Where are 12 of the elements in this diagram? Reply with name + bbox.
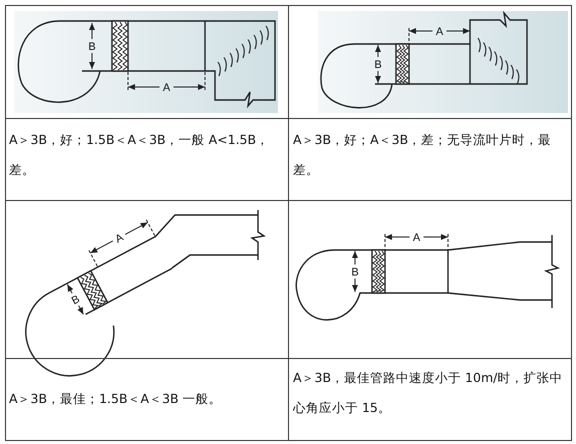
- description-text: A＞3B，最佳管路中速度小于 10m/时，扩张中心角应小于 15。: [293, 369, 564, 417]
- dimension-label: B: [70, 293, 82, 308]
- description-text: A＞3B，最佳；1.5B＜A＜3B 一般。: [9, 390, 223, 408]
- dimension-label: B: [351, 266, 359, 278]
- dimension-label: B: [374, 59, 382, 71]
- dimension-label: A: [113, 232, 126, 246]
- description-text: A＞3B，好；A＜3B，差；无导流叶片时，最差。: [293, 131, 552, 179]
- dimension-label: A: [436, 26, 444, 38]
- description-text: A＞3B，好；1.5B＜A＜3B，一般 A<1.5B，差。: [9, 131, 270, 179]
- dimension-label: A: [412, 232, 420, 244]
- dimension-label: B: [88, 41, 96, 53]
- dimension-label: A: [162, 82, 170, 94]
